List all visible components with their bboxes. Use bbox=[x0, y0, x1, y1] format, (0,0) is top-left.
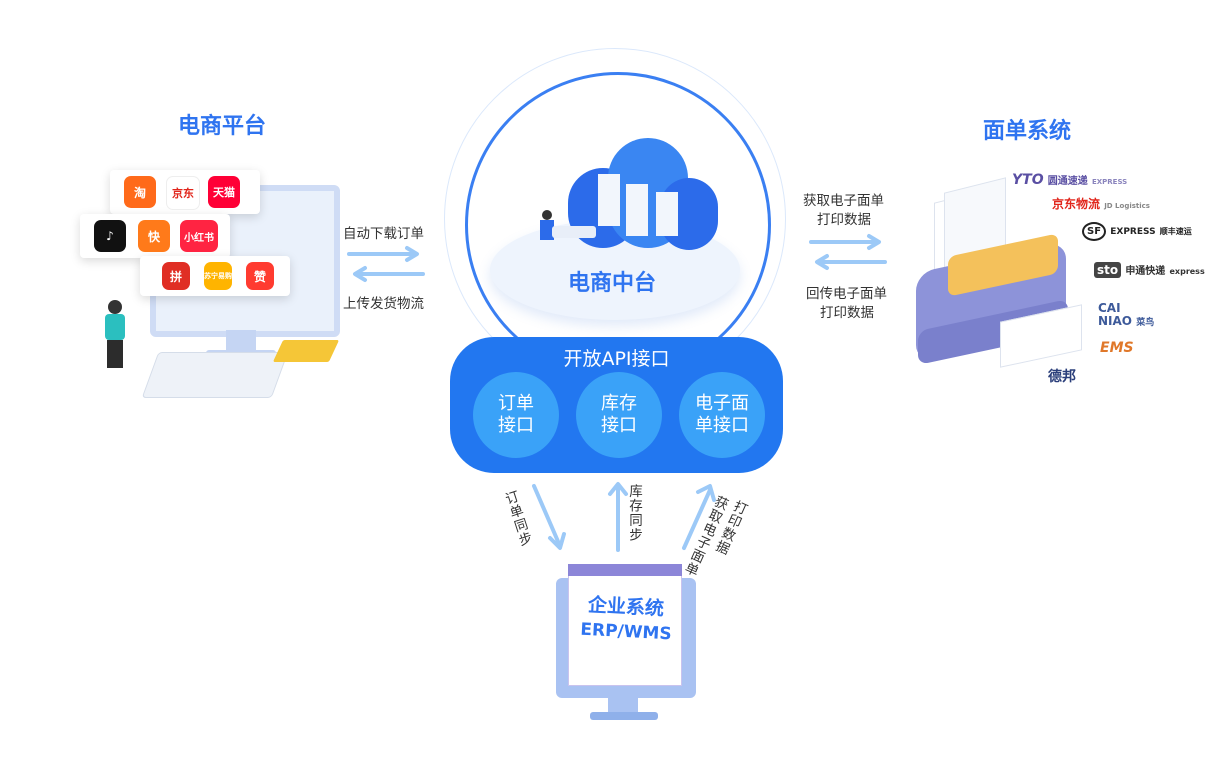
tmall-icon: 天猫 bbox=[208, 176, 240, 208]
kuaishou-icon: 快 bbox=[138, 220, 170, 252]
jd-logistics-icon: 京东物流 JD Logistics bbox=[1052, 197, 1150, 211]
waybill-api-circle: 电子面 单接口 bbox=[679, 372, 765, 458]
return-waybill-label-2: 打印数据 bbox=[820, 305, 874, 321]
xiaohongshu-icon: 小红书 bbox=[180, 220, 218, 252]
bidirectional-arrows-left bbox=[347, 246, 425, 282]
pinduoduo-icon: 拼 bbox=[162, 262, 190, 290]
inventory-api-line1: 库存 bbox=[601, 393, 637, 414]
erp-title: 企业系统 bbox=[587, 594, 665, 620]
waybill-api-line2: 单接口 bbox=[695, 415, 749, 436]
jd-icon: 京东 bbox=[166, 176, 200, 210]
sto-icon: sto 申通快递 express bbox=[1094, 262, 1205, 278]
open-api-title: 开放API接口 bbox=[563, 348, 670, 370]
sf-icon: SF EXPRESS 顺丰速运 bbox=[1082, 222, 1192, 241]
bidirectional-arrows-right bbox=[809, 234, 887, 270]
inventory-api-circle: 库存 接口 bbox=[576, 372, 662, 458]
thumbs-up-icon: 赞 bbox=[246, 262, 274, 290]
taobao-icon: 淘 bbox=[124, 176, 156, 208]
get-waybill-label-1: 获取电子面单 bbox=[803, 193, 884, 209]
return-waybill-label-1: 回传电子面单 bbox=[806, 286, 887, 302]
erp-base bbox=[590, 712, 658, 720]
monitor-stand bbox=[226, 330, 256, 352]
ems-icon: EMS bbox=[1100, 340, 1134, 356]
keyboard bbox=[141, 352, 289, 398]
inventory-api-line2: 接口 bbox=[601, 415, 637, 436]
erp-screen bbox=[568, 564, 682, 686]
order-api-circle: 订单 接口 bbox=[473, 372, 559, 458]
waybill-system-title: 面单系统 bbox=[983, 119, 1072, 144]
get-waybill-label-2: 打印数据 bbox=[817, 212, 871, 228]
erp-screen-header bbox=[568, 564, 682, 576]
cainiao-icon: CAI NIAO 菜鸟 bbox=[1098, 301, 1155, 329]
sticky-note bbox=[272, 340, 340, 362]
suning-icon: 苏宁易购 bbox=[204, 262, 232, 290]
middle-platform-title: 电商中台 bbox=[568, 271, 657, 296]
order-api-line1: 订单 bbox=[498, 393, 534, 414]
deppon-icon: 德邦 bbox=[1048, 369, 1076, 385]
erp-stand bbox=[608, 698, 638, 714]
upload-shipping-label: 上传发货物流 bbox=[343, 296, 424, 312]
desk-person-illustration bbox=[530, 210, 600, 260]
yto-icon: YTO 圆通速递 EXPRESS bbox=[1012, 172, 1128, 188]
waybill-api-line1: 电子面 bbox=[695, 393, 749, 414]
inventory-sync-label: 库存同步 bbox=[626, 484, 642, 542]
douyin-icon: ♪ bbox=[94, 220, 126, 252]
bottom-arrows bbox=[532, 482, 716, 552]
auto-download-orders-label: 自动下载订单 bbox=[343, 226, 424, 242]
order-api-line2: 接口 bbox=[498, 415, 534, 436]
ecommerce-platform-title: 电商平台 bbox=[178, 114, 267, 139]
person-illustration bbox=[100, 300, 130, 370]
